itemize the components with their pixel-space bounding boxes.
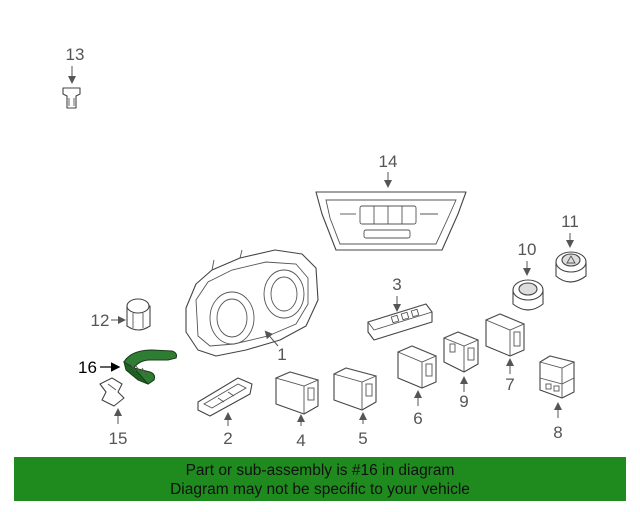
- callout-3: 3: [392, 275, 401, 294]
- callout-10: 10: [518, 240, 537, 259]
- part-16-highlighted[interactable]: 16: [78, 349, 178, 385]
- part-4-switch[interactable]: 4: [274, 371, 320, 450]
- part-8-switch[interactable]: 8: [538, 355, 576, 442]
- callout-16: 16: [78, 358, 97, 377]
- part-9-switch[interactable]: 9: [442, 331, 480, 411]
- part-14-control-panel[interactable]: 14: [315, 152, 467, 251]
- banner-line-1: Part or sub-assembly is #16 in diagram: [185, 462, 455, 479]
- callout-13: 13: [66, 45, 85, 64]
- part-12-knob[interactable]: 12: [91, 298, 151, 331]
- part-5-switch[interactable]: 5: [332, 367, 378, 448]
- part-7-switch[interactable]: 7: [484, 313, 526, 394]
- callout-14: 14: [379, 152, 398, 171]
- callout-1: 1: [277, 345, 286, 364]
- parts-diagram: 13 14 11 10 12: [62, 45, 587, 450]
- part-6-switch[interactable]: 6: [396, 345, 438, 428]
- leader-1: [264, 330, 279, 347]
- callout-6: 6: [413, 409, 422, 428]
- callout-5: 5: [358, 429, 367, 448]
- part-3-switch-strip[interactable]: 3: [367, 275, 433, 341]
- callout-7: 7: [505, 375, 514, 394]
- part-11-switch[interactable]: 11: [555, 212, 587, 283]
- callout-2: 2: [223, 429, 232, 448]
- callout-9: 9: [459, 392, 468, 411]
- part-15-bracket[interactable]: 15: [99, 377, 128, 448]
- callout-12: 12: [91, 311, 110, 330]
- part-10-switch[interactable]: 10: [512, 240, 544, 311]
- callout-11: 11: [561, 212, 579, 231]
- info-banner: Part or sub-assembly is #16 in diagram D…: [14, 457, 626, 501]
- callout-8: 8: [553, 423, 562, 442]
- banner-line-2: Diagram may not be specific to your vehi…: [170, 481, 470, 498]
- callout-15: 15: [109, 429, 128, 448]
- part-1-instrument-cluster[interactable]: 1: [185, 249, 319, 364]
- callout-4: 4: [296, 431, 305, 450]
- part-2-switch-panel[interactable]: 2: [197, 377, 253, 448]
- part-13-clip[interactable]: 13: [62, 45, 85, 109]
